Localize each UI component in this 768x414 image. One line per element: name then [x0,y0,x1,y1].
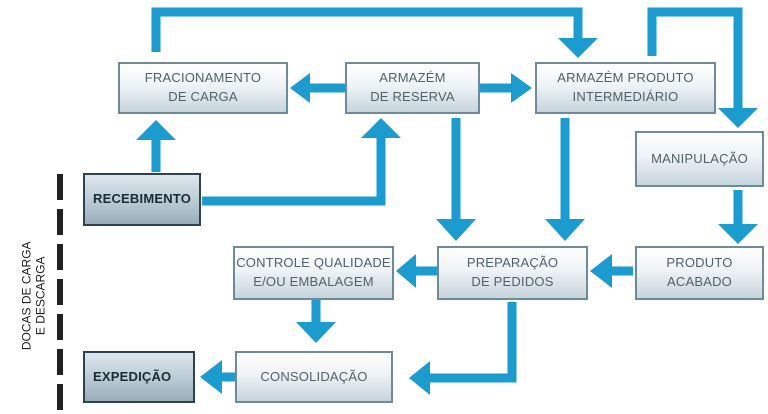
node-recebimento: RECEBIMENTO [83,173,201,226]
arrowhead [290,73,310,103]
node-fracionamento-de-carga: FRACIONAMENTO DE CARGA [118,62,288,114]
dock-dash [57,279,63,305]
dock-dash [57,384,63,410]
dock-dash [57,349,63,375]
node-label-line2: DE RESERVA [370,89,455,104]
node-label-line1: PREPARAÇÃO [466,255,559,271]
node-label-line1: ARMAZÉM PRODUTO [557,70,694,86]
dock-dash [57,174,63,200]
node-label-line2: DE PEDIDOS [471,274,554,289]
dock-dash [57,209,63,235]
node-expedicao: EXPEDIÇÃO [83,351,195,403]
arrowhead [296,322,336,343]
arrowhead [361,118,401,138]
arrowhead [436,219,476,241]
node-label-line1: CONSOLIDAÇÃO [260,368,368,384]
node-armazem-de-reserva: ARMAZÉM DE RESERVA [345,62,480,114]
node-label-line1: EXPEDIÇÃO [93,368,172,384]
arrow-preparacao-to-consolidacao [430,302,517,383]
docas-label: DOCAS DE CARGA E DESCARGA [9,242,59,351]
node-label-line2: ACABADO [667,274,732,289]
node-preparacao-de-pedidos: PREPARAÇÃO DE PEDIDOS [437,246,588,300]
node-label-line2: E/OU EMBALAGEM [253,274,374,289]
arrowhead [136,120,176,140]
node-label-line1: CONTROLE QUALIDADE [236,255,391,271]
node-controle-qualidade: CONTROLE QUALIDADE E/OU EMBALAGEM [233,246,394,300]
arrowhead [200,360,222,394]
dock-dash [57,244,63,270]
arrowhead [590,254,612,288]
node-label-line1: ARMAZÉM [379,70,446,86]
arrow-intermediario-to-manipulacao [647,7,743,108]
node-manipulacao: MANIPULAÇÃO [635,131,764,187]
arrowhead [511,73,532,103]
arrowhead [718,224,758,244]
node-label-line1: FRACIONAMENTO [144,70,262,86]
arrowhead [718,108,758,128]
arrowhead [545,219,585,241]
dock-dash [57,314,63,340]
node-label-line1: RECEBIMENTO [93,191,192,207]
node-consolidacao: CONSOLIDAÇÃO [235,351,393,403]
docas-label-line1: DOCAS DE CARGA [19,241,34,351]
arrowhead [396,254,416,288]
node-label-line2: DE CARGA [168,89,238,104]
arrowhead [558,38,598,58]
node-label-line1: PRODUTO [666,255,733,271]
arrowhead [409,361,430,395]
arrow-fracionamento-to-intermediario [151,7,583,52]
arrow-recebimento-to-reserva [202,138,386,206]
node-armazem-produto-intermediario: ARMAZÉM PRODUTO INTERMEDIÁRIO [535,62,716,114]
node-label-line2: INTERMEDIÁRIO [572,89,679,104]
node-produto-acabado: PRODUTO ACABADO [635,246,764,300]
docas-label-line2: E DESCARGA [33,256,47,336]
node-label-line1: MANIPULAÇÃO [651,150,748,166]
